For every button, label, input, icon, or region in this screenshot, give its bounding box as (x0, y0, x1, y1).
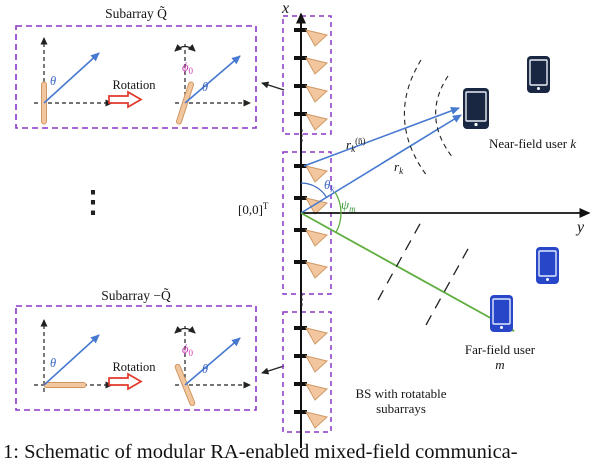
zoom-pointer-arrows (261, 81, 285, 375)
r-symbol: r (346, 137, 352, 152)
theta-k-label: θk (324, 177, 335, 194)
far-user-index: m (495, 356, 505, 372)
zoom-box-outline (15, 305, 257, 411)
antenna-bar-horizontal (43, 382, 87, 388)
figure-caption: 1: Schematic of modular RA-enabled mixed… (3, 441, 518, 463)
rotation-label: Rotation (112, 78, 156, 92)
r-superscript: (n̄) (355, 136, 366, 146)
subarray-zoom-bottom (15, 305, 257, 411)
near-field-links (300, 107, 462, 214)
theta-subscript: k (330, 184, 335, 194)
smartphone-icon (536, 247, 559, 284)
bs-array (282, 12, 591, 448)
subarray-zoom-top (15, 25, 257, 129)
psi-symbol: ψ (341, 197, 350, 212)
rotation-label: Rotation (112, 360, 156, 374)
distance-arrow-rkn (303, 107, 460, 167)
origin-label: [0,0]T (238, 201, 268, 218)
rotation-block-arrow-icon (108, 90, 143, 109)
near-user-text: Near-field user (489, 136, 568, 151)
ellipsis-vertical: ⋮ (294, 128, 309, 144)
origin-coordinates: [0,0] (238, 202, 263, 217)
near-field-user-label: Near-field user k (489, 136, 577, 152)
antenna-element (294, 326, 329, 345)
r-subscript: k (399, 166, 404, 176)
origin-transpose: T (262, 201, 269, 211)
smartphone-icon (527, 56, 550, 93)
far-field-user-label: Far-field user m (448, 342, 552, 373)
bs-label-line1: BS with rotatable (355, 386, 447, 401)
phi-label: ϕ0 (182, 342, 193, 358)
beam-arrow (43, 52, 100, 104)
antenna-element (294, 260, 329, 279)
subarray-outline (282, 311, 332, 433)
plane-wavefront (377, 221, 422, 301)
r-subscript: k (351, 144, 356, 154)
psi-m-label: ψm (341, 197, 356, 214)
subarray-bottom-title: Subarray −Q̃ (101, 288, 171, 303)
theta-label: θ (202, 80, 209, 94)
phi-label: ϕ0 (182, 60, 193, 76)
antenna-element (294, 28, 329, 47)
far-field-arrow (300, 212, 515, 332)
antenna-element (294, 84, 329, 103)
near-field-wavefronts (403, 59, 454, 177)
rotation-double-arrow-icon (174, 326, 196, 334)
antenna-element (294, 196, 329, 215)
ellipsis-vertical: ⋮ (294, 292, 309, 308)
smartphone-icon (463, 88, 489, 129)
theta-symbol: θ (324, 177, 331, 192)
rotation-block-arrow-icon (108, 372, 143, 391)
bs-label-line2: subarrays (376, 400, 426, 416)
phi-subscript: 0 (188, 348, 193, 358)
far-field-link (300, 191, 515, 332)
theta-angle-arc (300, 182, 328, 198)
y-axis-label: y (577, 219, 585, 236)
phi-symbol: ϕ (182, 342, 189, 356)
distance-label-rkn: rk(n̄) (346, 136, 366, 154)
bs-label: BS with rotatable subarrays (338, 386, 464, 417)
plane-wavefront (425, 246, 470, 326)
ellipsis-vertical: ⋮ (78, 186, 108, 219)
antenna-element (294, 354, 329, 373)
psi-subscript: m (349, 204, 356, 214)
beam-arrow (184, 55, 241, 104)
beam-arrow (43, 334, 100, 386)
psi-angle-arc (334, 191, 342, 233)
theta-label: θ (202, 362, 209, 376)
x-axis-label: x (282, 0, 290, 17)
pointer-arrow-icon (261, 365, 285, 375)
distance-arrow-rk (300, 114, 462, 214)
subarray-top-title: Subarray Q̃ (105, 6, 167, 21)
zoom-box-outline (15, 25, 257, 129)
theta-label: θ (50, 356, 57, 370)
near-user-index: k (570, 136, 577, 151)
antenna-element (294, 382, 329, 401)
wavefront-arc (403, 59, 428, 177)
pointer-arrow-icon (261, 81, 285, 91)
subarray-outline (282, 151, 332, 295)
subarray-outline (282, 15, 332, 135)
beam-arrow (184, 337, 241, 386)
far-user-text: Far-field user (464, 342, 536, 357)
antenna-element (294, 164, 329, 183)
r-symbol: r (394, 159, 400, 174)
theta-label: θ (50, 74, 57, 88)
phi-symbol: ϕ (182, 60, 189, 74)
rotation-double-arrow-icon (174, 44, 196, 52)
distance-label-rk: rk (394, 159, 404, 176)
antenna-element (294, 56, 329, 75)
wavefront-arc (435, 75, 454, 159)
phi-subscript: 0 (188, 66, 193, 76)
antenna-element (294, 228, 329, 247)
antenna-element (294, 410, 329, 429)
smartphone-icon (490, 295, 513, 332)
